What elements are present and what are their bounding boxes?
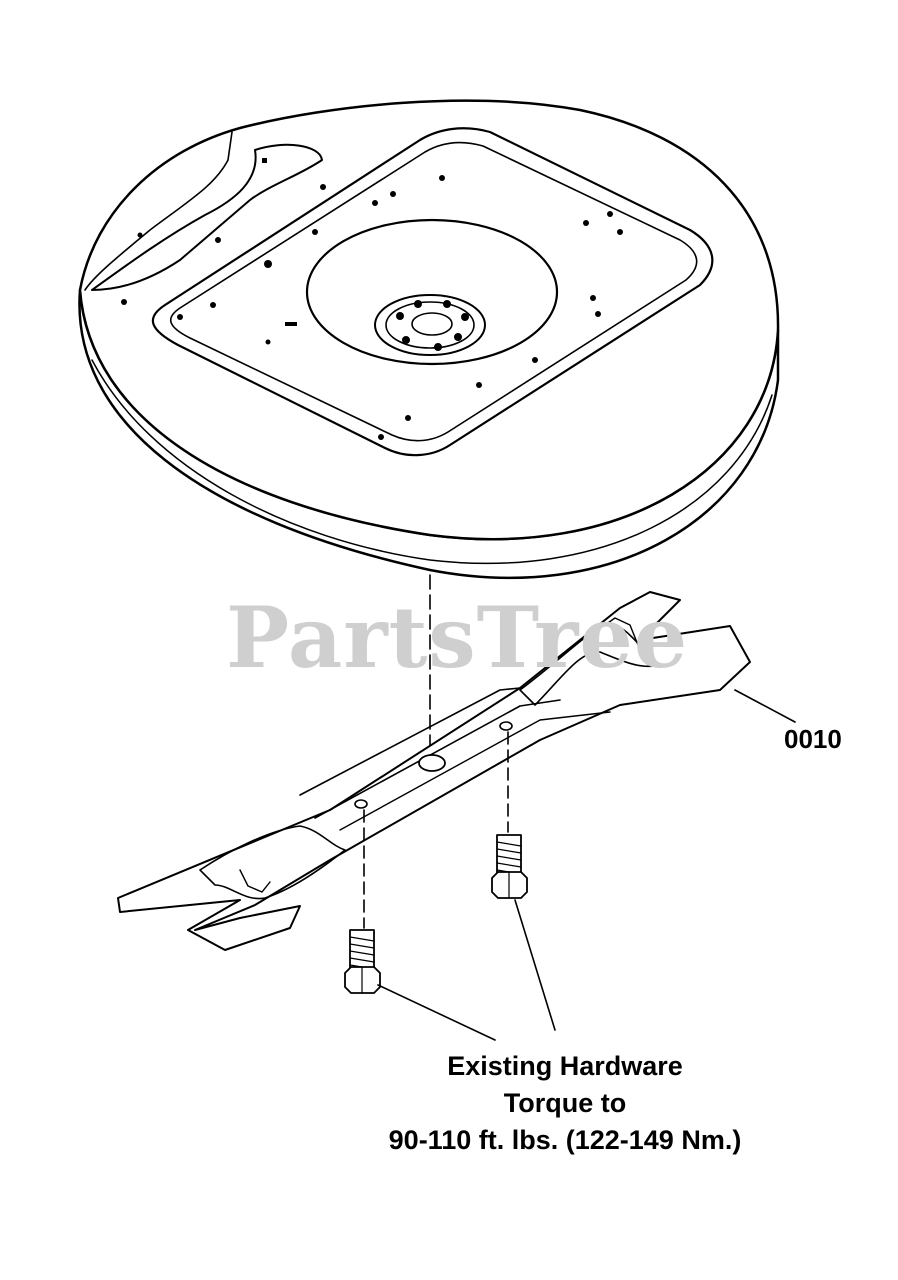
note-leader-left <box>377 984 496 1041</box>
deck-holes <box>121 158 623 440</box>
blade-right-slot <box>519 623 661 706</box>
blade-bolt-hole-right <box>499 721 513 731</box>
blade-left-slot <box>199 825 346 900</box>
spindle-opening <box>305 218 559 366</box>
deck-plate-inner <box>169 141 698 442</box>
part-callout-leader <box>734 689 796 723</box>
bolt-right <box>491 834 528 899</box>
mower-blade <box>117 591 751 951</box>
note-line-3: 90-110 ft. lbs. (122-149 Nm.) <box>388 1125 742 1155</box>
note-leader-right <box>514 899 556 1031</box>
bolt-left <box>344 929 381 994</box>
blade-center-hole <box>418 754 446 772</box>
blade-bolt-hole-left <box>354 799 368 809</box>
watermark: PartsTree <box>226 588 689 687</box>
deck-plate-outer <box>151 127 714 457</box>
spindle-hub <box>374 294 486 356</box>
part-number-label: 0010 <box>784 724 842 754</box>
note-line-2: Torque to <box>503 1088 627 1118</box>
mower-deck <box>78 99 780 579</box>
torque-note: Existing Hardware Torque to 90-110 ft. l… <box>300 1048 830 1159</box>
discharge-chute <box>91 143 323 291</box>
deck-skirt-shadow <box>91 359 773 565</box>
note-line-1: Existing Hardware <box>447 1051 683 1081</box>
